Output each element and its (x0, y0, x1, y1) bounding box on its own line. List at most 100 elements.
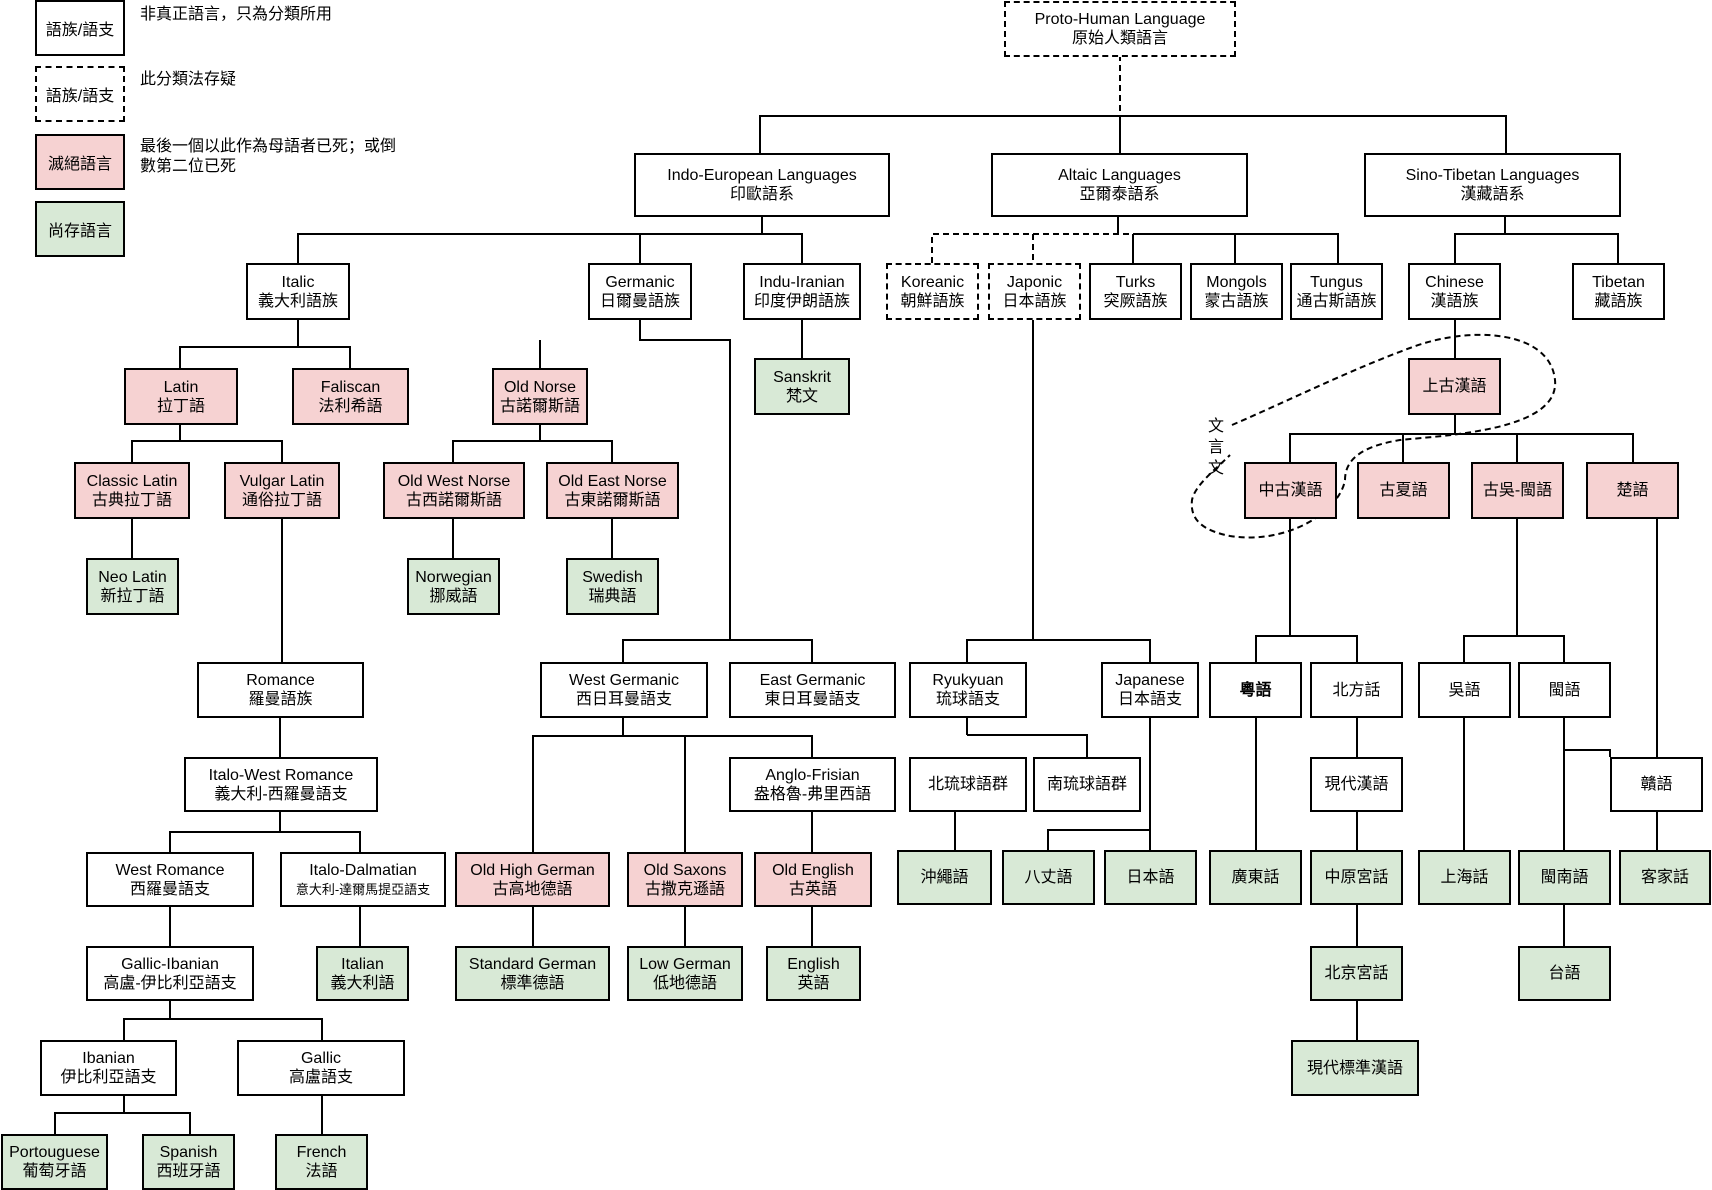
node-label-en: West Romance (115, 861, 225, 879)
node-label-en: Neo Latin (98, 568, 167, 586)
legend-desc-extinct: 最後一個以此作為母語者已死；或倒數第二位已死 (140, 138, 397, 175)
node-label-en: Indo-European Languages (667, 167, 857, 184)
node-label-zh: 東日耳曼語支 (764, 691, 861, 708)
legend-desc-doubtful: 此分類法存疑 (140, 71, 237, 88)
node-label-zh: 上海話 (1440, 869, 1489, 886)
node-label-zh: 古東諾爾斯語 (564, 491, 661, 509)
node-label-zh: 義大利-西羅曼語支 (214, 785, 348, 803)
node-label-zh: 古撒克遜語 (644, 880, 725, 898)
node-label-en: Swedish (582, 568, 643, 586)
node-min: 閩語 (1518, 662, 1611, 718)
node-label-zh: 台語 (1548, 965, 1581, 982)
node-label-zh: 伊比利亞語支 (60, 1069, 157, 1086)
node-minnan: 閩南語 (1518, 850, 1611, 905)
node-label-zh: 古夏語 (1379, 482, 1428, 499)
node-label-en: Italian (341, 955, 384, 973)
node-chu: 楚語 (1586, 462, 1679, 519)
node-label-en: Gallic (300, 1050, 341, 1067)
node-label-en: Anglo-Frisian (765, 766, 860, 784)
node-label-en: Chinese (1425, 273, 1484, 291)
node-hakka: 客家話 (1619, 850, 1711, 905)
node-label-zh: 古吳-閩語 (1482, 482, 1553, 499)
node-label-zh: 古英語 (788, 880, 837, 898)
node-label-en: Mongols (1206, 273, 1267, 291)
node-label-en: Vulgar Latin (239, 472, 325, 490)
node-label-zh: 意大利-達爾馬提亞語支 (295, 881, 431, 897)
node-north-ryukyu: 北琉球語群 (909, 757, 1027, 812)
node-label-zh: 蒙古語族 (1204, 292, 1269, 310)
node-label-en: Faliscan (320, 378, 381, 396)
node-label-zh: 瑞典語 (588, 587, 637, 605)
node-label-en: Standard German (468, 955, 597, 973)
node-label-zh: 吳語 (1448, 681, 1481, 699)
node-label-zh: 古諾爾斯語 (499, 397, 580, 415)
node-indo-european: Indo-European Languages 印歐語系 (634, 153, 890, 217)
node-shanggu: 上古漢語 (1408, 358, 1501, 415)
node-beifang: 北方話 (1310, 662, 1403, 718)
node-xiandai: 現代漢語 (1310, 757, 1403, 812)
node-label-zh: 葡萄牙語 (22, 1163, 87, 1180)
node-label-zh: 法利希語 (318, 397, 383, 415)
node-label-zh: 原始人類語言 (1071, 30, 1168, 47)
node-label-en: Old East Norse (558, 472, 667, 490)
node-label-zh: 盎格魯-弗里西語 (753, 785, 872, 803)
node-shanghai: 上海話 (1418, 850, 1511, 905)
node-label-zh: 中原宮話 (1324, 869, 1389, 886)
node-modern-standard-chinese: 現代標準漢語 (1291, 1040, 1419, 1096)
node-label-en: French (296, 1144, 347, 1161)
node-label-zh: 閩南語 (1540, 869, 1589, 886)
node-label-en: Sino-Tibetan Languages (1405, 167, 1580, 184)
node-label-zh: 挪威語 (429, 587, 478, 605)
node-label-zh: 藏語族 (1594, 292, 1643, 310)
node-label-zh: 通古斯語族 (1296, 292, 1377, 310)
node-south-ryukyu: 南琉球語群 (1033, 757, 1141, 812)
node-label-en: Indu-Iranian (759, 273, 845, 291)
node-label-en: Old Norse (503, 378, 577, 396)
node-label-zh: 閩語 (1548, 681, 1581, 699)
node-label-zh: 印歐語系 (729, 186, 794, 203)
node-label-zh: 現代標準漢語 (1306, 1059, 1403, 1077)
node-label-zh: 義大利語 (330, 974, 395, 992)
node-label-en: Classic Latin (86, 472, 178, 490)
node-label-en: Turks (1115, 273, 1156, 291)
node-label-en: Tungus (1310, 273, 1363, 291)
node-okinawa: 沖繩語 (897, 850, 992, 905)
node-label-zh: 上古漢語 (1422, 378, 1487, 395)
node-label-zh: 通俗拉丁語 (241, 491, 322, 509)
node-cantonese: 廣東話 (1209, 850, 1302, 905)
node-label-zh: 南琉球語群 (1046, 776, 1127, 793)
node-label-zh: 英語 (797, 974, 830, 992)
node-label-zh: 西班牙語 (156, 1163, 221, 1180)
legend-box-extinct: 滅絕語言 (35, 134, 125, 190)
node-gan: 贛語 (1610, 757, 1703, 812)
node-label-zh: 日爾曼語族 (599, 292, 680, 310)
node-label-en: Sanskrit (773, 368, 831, 386)
node-label-zh: 低地德語 (652, 974, 717, 992)
